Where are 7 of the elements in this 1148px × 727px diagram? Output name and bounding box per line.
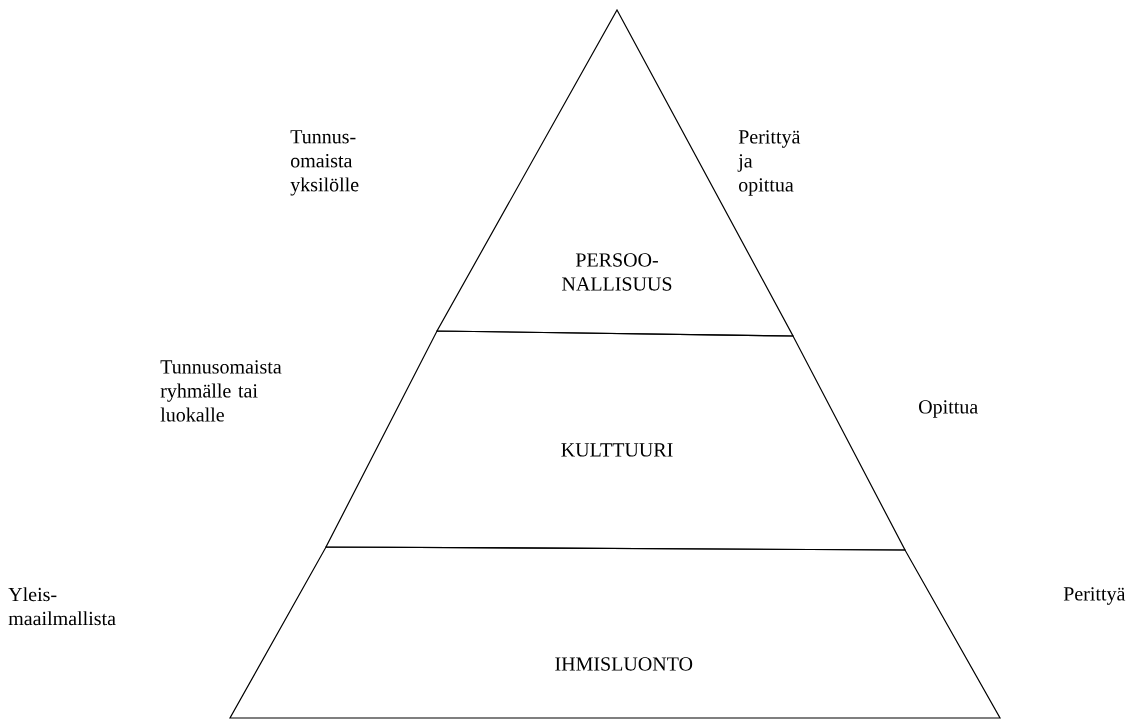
pyramid-band: KULTTUURI [325, 330, 906, 551]
side-label: Tunnusomaista ryhmälle tai luokalle [160, 360, 282, 422]
side-label: Tunnus- omaista yksilölle [290, 130, 359, 196]
side-label: Perittyä [1063, 587, 1126, 605]
side-label: Perittyä ja opittua [737, 130, 801, 196]
side-label: Yleis- maailmallista [8, 587, 116, 626]
pyramid-band: IHMISLUONTO [229, 546, 1002, 719]
